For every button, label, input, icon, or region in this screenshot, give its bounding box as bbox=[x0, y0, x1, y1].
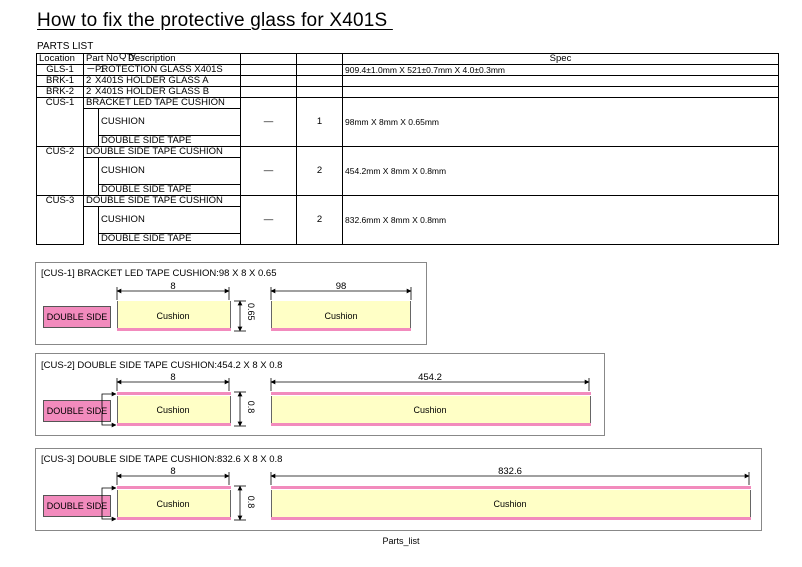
cell-location: CUS-3 bbox=[36, 195, 84, 245]
width-label-cus1: 8 bbox=[170, 281, 176, 292]
cell-desc: 2 X401S HOLDER GLASS B bbox=[83, 86, 241, 98]
cell-part-no: 2 bbox=[86, 75, 92, 86]
tape-strip-cus1-a bbox=[117, 328, 231, 331]
tape-strip-cus3-top-a bbox=[117, 486, 231, 489]
table-group-row: CUS-3 DOUBLE SIDE TAPE CUSHION — 2 832.6… bbox=[36, 195, 779, 245]
length-label-cus1: 98 bbox=[335, 281, 347, 292]
diagram-title-cus3: [CUS-3] DOUBLE SIDE TAPE CUSHION:832.6 X… bbox=[41, 454, 283, 465]
cushion-strip-cus3-b bbox=[271, 490, 751, 517]
cushion-label-cus2-a: Cushion bbox=[156, 405, 190, 415]
cell-part-no: － bbox=[86, 64, 96, 75]
cell-description: PROTECTION GLASS X401S bbox=[95, 64, 223, 75]
tape-strip-cus3-top-b bbox=[271, 486, 751, 489]
parts-table: Location Part No Q'ty Description Spec G… bbox=[36, 53, 779, 245]
cell-sub-tape: DOUBLE SIDE TAPE bbox=[98, 233, 241, 245]
cushion-label-cus3-a: Cushion bbox=[156, 499, 190, 509]
table-header-row: Location Part No Q'ty Description Spec bbox=[36, 53, 779, 65]
double-side-tag-cus3: DOUBLE SIDE bbox=[43, 495, 111, 517]
length-label-cus3: 832.6 bbox=[498, 466, 522, 477]
cushion-strip-cus1-a bbox=[117, 301, 231, 328]
cell-qty: 1 bbox=[100, 64, 106, 75]
cushion-label-cus1-a: Cushion bbox=[156, 311, 190, 321]
cushion-label-cus1-b: Cushion bbox=[324, 311, 358, 321]
cushion-strip-cus1-b bbox=[271, 301, 411, 328]
table-group-row: CUS-2 DOUBLE SIDE TAPE CUSHION — 2 454.2… bbox=[36, 146, 779, 196]
cell-qty: 1 bbox=[296, 97, 343, 147]
tape-strip-cus2-a bbox=[117, 423, 231, 426]
tape-strip-cus2-top-b bbox=[271, 392, 591, 395]
cushion-strip-cus3-a bbox=[117, 490, 231, 517]
width-label-cus2: 8 bbox=[170, 372, 176, 383]
tape-strip-cus1-b bbox=[271, 328, 411, 331]
cushion-label-cus2-b: Cushion bbox=[413, 405, 447, 415]
cushion-strip-cus2-b bbox=[271, 396, 591, 423]
header-part-no: Part No bbox=[86, 53, 119, 64]
header-qty: Q'ty bbox=[119, 53, 136, 62]
cell-sub-cushion: CUSHION bbox=[98, 157, 241, 185]
length-label-cus2: 454.2 bbox=[418, 372, 442, 383]
double-side-tag-cus2: DOUBLE SIDE bbox=[43, 400, 111, 422]
cushion-label-cus3-b: Cushion bbox=[493, 499, 527, 509]
cell-spec: 98mm X 8mm X 0.65mm bbox=[342, 97, 779, 147]
tape-strip-cus2-b bbox=[271, 423, 591, 426]
table-group-row: CUS-1 BRACKET LED TAPE CUSHION — 1 98mm … bbox=[36, 97, 779, 147]
tape-strip-cus3-a bbox=[117, 517, 231, 520]
tape-strip-cus2-top-a bbox=[117, 392, 231, 395]
diagram-title-cus1: [CUS-1] BRACKET LED TAPE CUSHION:98 X 8 … bbox=[41, 268, 277, 279]
cell-part-no: 2 bbox=[86, 86, 92, 97]
cell-part-no: — bbox=[240, 195, 297, 245]
cell-part-no: — bbox=[240, 146, 297, 196]
table-row: BRK-1 2 X401S HOLDER GLASS A bbox=[36, 75, 779, 87]
parts-list-label: PARTS LIST bbox=[37, 41, 94, 52]
diagram-title-cus2: [CUS-2] DOUBLE SIDE TAPE CUSHION:454.2 X… bbox=[41, 360, 283, 371]
cushion-strip-cus2-a bbox=[117, 396, 231, 423]
cell-description: X401S HOLDER GLASS A bbox=[95, 75, 209, 86]
header-description: Description bbox=[128, 53, 176, 64]
cell-description: X401S HOLDER GLASS B bbox=[95, 86, 210, 97]
width-label-cus3: 8 bbox=[170, 466, 176, 477]
page-title: How to fix the protective glass for X401… bbox=[37, 10, 393, 31]
double-side-tag-cus1: DOUBLE SIDE bbox=[43, 306, 111, 328]
tape-strip-cus3-b bbox=[271, 517, 751, 520]
cell-location: CUS-1 bbox=[36, 97, 84, 147]
table-row: GLS-1 － 1 PROTECTION GLASS X401S 909.4±1… bbox=[36, 64, 779, 76]
cell-spec: 832.6mm X 8mm X 0.8mm bbox=[342, 195, 779, 245]
cell-qty: 2 bbox=[296, 195, 343, 245]
footer-label: Parts_list bbox=[382, 536, 420, 546]
cell-spec: 454.2mm X 8mm X 0.8mm bbox=[342, 146, 779, 196]
cell-qty: 2 bbox=[296, 146, 343, 196]
